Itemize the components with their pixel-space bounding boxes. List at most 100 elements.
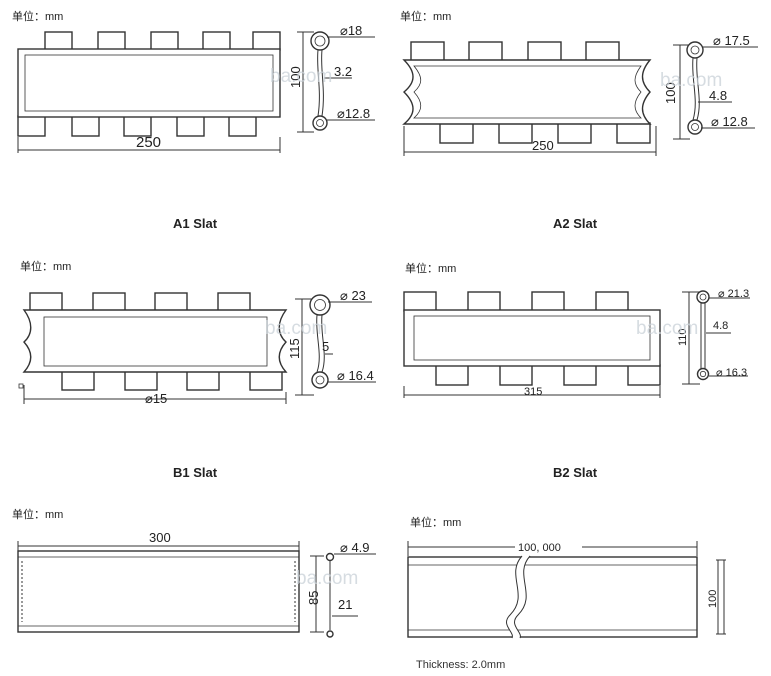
b1-bottom-diameter: ⌀ 16.4 <box>337 368 374 383</box>
b2-bottom-tab <box>499 364 533 386</box>
b2-height-dim: 110 <box>677 328 689 346</box>
c1-thickness: 21 <box>338 597 352 612</box>
b2-top-diameter: ⌀ 21.3 <box>718 288 749 300</box>
c1-panel-body <box>17 550 300 633</box>
b1-profile-top-bead <box>309 294 331 316</box>
c2-units-label: 单位：mm <box>410 515 461 529</box>
b2-bottom-tab <box>563 364 597 386</box>
b2-caption: B2 Slat <box>553 465 598 480</box>
a2-caption: A2 Slat <box>553 216 598 231</box>
b2-profile-top-bead <box>696 290 710 304</box>
b2-watermark: ba.com <box>636 318 698 339</box>
a1-slat-drawing: 单位：mm 250 100 ⌀18 3.2 <box>12 9 375 231</box>
c1-height-dim: 85 <box>306 591 321 605</box>
b1-watermark: ba.com <box>265 318 327 339</box>
b2-top-tab <box>531 291 565 312</box>
a1-top-tab <box>44 31 73 51</box>
c1-panel-drawing: 单位：mm 300 85 ⌀ 4.9 21 ba.com <box>12 507 376 638</box>
b2-profile-bottom-bead <box>696 367 710 381</box>
b1-units-label: 单位：mm <box>20 259 71 273</box>
b2-units-label: 单位：mm <box>405 261 456 275</box>
a2-top-tab <box>410 41 445 62</box>
b1-slat-drawing: 单位：mm ⌀15 115 ⌀ 23 5 ⌀ 16.4 ba.com B1 Sl… <box>18 259 376 480</box>
c2-height-dim: 100 <box>707 590 719 608</box>
a2-thickness: 4.8 <box>709 88 727 103</box>
c2-width-dim: 100, 000 <box>518 542 561 554</box>
c2-sheet-drawing: 单位：mm 100, 000 100 Thickness: 2.0mm <box>407 515 726 671</box>
c1-top-diameter: ⌀ 4.9 <box>340 540 370 555</box>
b1-top-tab <box>29 292 63 312</box>
a1-top-tab <box>150 31 179 51</box>
a2-bottom-tab <box>498 122 533 144</box>
b2-bottom-tab <box>435 364 469 386</box>
b1-bottom-tab <box>186 369 220 391</box>
a1-bottom-tab <box>17 115 46 137</box>
a1-top-tab <box>202 31 231 51</box>
c1-profile-top-bead <box>325 552 335 562</box>
a2-bottom-tab <box>616 122 651 144</box>
a1-slat-body <box>17 48 281 118</box>
a1-width-dim: 250 <box>136 134 161 151</box>
b1-profile-bottom-bead <box>311 371 329 389</box>
a1-bottom-tab <box>71 115 100 137</box>
b1-width-dim: ⌀15 <box>145 391 167 406</box>
a2-top-tab <box>527 41 562 62</box>
a1-bottom-tab <box>176 115 205 137</box>
a2-width-dim: 250 <box>532 138 554 153</box>
b1-bottom-tab <box>124 369 158 391</box>
c1-profile-bottom-bead <box>326 630 334 638</box>
a1-units-label: 单位：mm <box>12 9 63 23</box>
b1-slat-body <box>22 309 288 373</box>
a1-caption: A1 Slat <box>173 216 218 231</box>
a1-profile-top-bead <box>310 31 330 51</box>
b1-top-tab <box>217 292 251 312</box>
b1-caption: B1 Slat <box>173 465 218 480</box>
a2-bottom-tab <box>557 122 592 144</box>
b2-slat-body <box>403 309 661 367</box>
a1-height-dim: 100 <box>288 66 303 88</box>
b1-top-tab <box>154 292 188 312</box>
a2-bottom-diameter: ⌀ 12.8 <box>711 114 748 129</box>
b2-width-dim: 315 <box>524 386 542 398</box>
b2-thickness: 4.8 <box>713 320 728 332</box>
a1-slat-inner <box>24 54 274 112</box>
a1-bottom-diameter: ⌀12.8 <box>337 106 370 121</box>
b2-top-tab <box>467 291 501 312</box>
a1-watermark: ba.com <box>270 66 332 87</box>
a1-profile-bottom-bead <box>312 115 328 131</box>
b1-height-dim: 115 <box>287 338 302 359</box>
b2-bottom-diameter: ⌀ 16.3 <box>716 367 747 379</box>
c2-thickness-note: Thickness: 2.0mm <box>416 659 505 671</box>
b2-bottom-tab <box>627 364 661 386</box>
a1-top-diameter: ⌀18 <box>340 23 362 38</box>
c1-watermark: ba.com <box>296 568 358 589</box>
a2-bottom-tab <box>439 122 474 144</box>
a2-slat-drawing: 单位：mm 250 100 ⌀ 17.5 4.8 ⌀ 12.8 ba.com A… <box>400 9 758 231</box>
b1-top-tab <box>92 292 126 312</box>
a2-watermark: ba.com <box>660 70 722 91</box>
b2-slat-drawing: 单位：mm 315 110 ⌀ 21.3 4.8 ⌀ 16.3 ba.com B… <box>403 261 750 480</box>
a1-top-tab <box>252 31 281 51</box>
a2-slat-body <box>402 59 652 125</box>
c1-width-dim: 300 <box>149 530 171 545</box>
a2-top-diameter: ⌀ 17.5 <box>713 33 750 48</box>
a2-units-label: 单位：mm <box>400 9 451 23</box>
c2-sheet-body <box>407 556 698 638</box>
a1-thickness: 3.2 <box>334 64 352 79</box>
a1-bottom-tab <box>228 115 257 137</box>
c1-units-label: 单位：mm <box>12 507 63 521</box>
b1-top-diameter: ⌀ 23 <box>340 288 366 303</box>
b2-top-tab <box>595 291 629 312</box>
a1-top-tab <box>97 31 126 51</box>
a2-top-tab <box>585 41 620 62</box>
b1-thickness: 5 <box>322 339 329 354</box>
a2-profile-bottom-bead <box>687 119 703 135</box>
b2-top-tab <box>403 291 437 312</box>
a1-bottom-tab <box>123 115 152 137</box>
b1-bottom-tab <box>249 369 283 391</box>
a2-height-dim: 100 <box>663 82 678 104</box>
a2-profile-top-bead <box>686 41 704 59</box>
b1-bottom-tab <box>61 369 95 391</box>
